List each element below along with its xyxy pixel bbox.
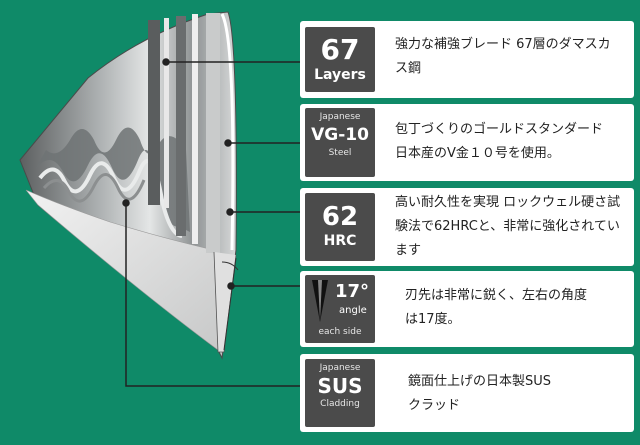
desc-hrc-line2: 験法で62HRCと、非常に強化されてい xyxy=(395,219,620,234)
badge-hrc-label: HRC xyxy=(323,233,357,249)
callout-layers: 67 Layers 強力な補強ブレード 67層のダマスカ ス鋼 xyxy=(300,21,634,98)
desc-hrc: 高い耐久性を実現 ロックウェル硬さ試 験法で62HRCと、非常に強化されてい ま… xyxy=(395,191,620,263)
desc-vg10-line1: 包丁づくりのゴールドスタンダード xyxy=(395,122,604,137)
badge-layers-number: 67 xyxy=(320,33,360,66)
badge-angle-degrees: 17° xyxy=(335,281,370,302)
badge-vg10: Japanese VG-10 Steel xyxy=(305,108,375,177)
desc-layers-line2: ス鋼 xyxy=(395,61,422,76)
desc-layers: 強力な補強ブレード 67層のダマスカ ス鋼 xyxy=(395,33,611,81)
callout-vg10: Japanese VG-10 Steel 包丁づくりのゴールドスタンダード 日本… xyxy=(300,104,634,181)
badge-sus-top: Japanese xyxy=(319,363,361,373)
desc-hrc-line1: 高い耐久性を実現 ロックウェル硬さ試 xyxy=(395,195,621,210)
desc-sus-line1: 鏡面仕上げの日本製SUS xyxy=(408,374,552,389)
callout-angle: 17° angle each side 刃先は非常に鋭く、左右の角度 は17度。 xyxy=(300,271,634,347)
desc-hrc-line3: ます xyxy=(395,243,422,258)
blade-edge xyxy=(213,251,237,353)
badge-vg10-bottom: Steel xyxy=(328,148,352,158)
blade-angle-icon xyxy=(312,280,328,322)
badge-layers-label: Layers xyxy=(314,67,366,83)
badge-vg10-main: VG-10 xyxy=(311,125,369,145)
desc-sus: 鏡面仕上げの日本製SUS クラッド xyxy=(408,370,551,418)
badge-sus-main: SUS xyxy=(317,374,363,398)
knife-blade-illustration xyxy=(19,11,300,387)
badge-sus-bottom: Cladding xyxy=(320,399,360,409)
badge-layers: 67 Layers xyxy=(305,27,375,92)
desc-angle-line2: は17度。 xyxy=(405,312,461,327)
desc-vg10: 包丁づくりのゴールドスタンダード 日本産のV金１０号を使用。 xyxy=(395,118,603,166)
callout-hrc: 62 HRC 高い耐久性を実現 ロックウェル硬さ試 験法で62HRCと、非常に強… xyxy=(300,188,634,266)
desc-angle-line1: 刃先は非常に鋭く、左右の角度 xyxy=(405,288,588,303)
leader-lines xyxy=(122,58,300,387)
desc-sus-line2: クラッド xyxy=(408,398,461,413)
desc-angle: 刃先は非常に鋭く、左右の角度 は17度。 xyxy=(405,284,587,332)
badge-angle: 17° angle each side xyxy=(305,275,375,343)
badge-hrc-number: 62 xyxy=(321,202,359,232)
callout-sus: Japanese SUS Cladding 鏡面仕上げの日本製SUS クラッド xyxy=(300,354,634,432)
badge-vg10-top: Japanese xyxy=(319,112,361,122)
desc-layers-line1: 強力な補強ブレード 67層のダマスカ xyxy=(395,37,611,52)
desc-vg10-line2: 日本産のV金１０号を使用。 xyxy=(395,146,560,161)
badge-angle-side: each side xyxy=(318,327,362,337)
badge-angle-label: angle xyxy=(339,305,367,316)
blade-cladding xyxy=(25,189,219,351)
badge-sus: Japanese SUS Cladding xyxy=(305,359,375,427)
badge-hrc: 62 HRC xyxy=(305,193,375,261)
